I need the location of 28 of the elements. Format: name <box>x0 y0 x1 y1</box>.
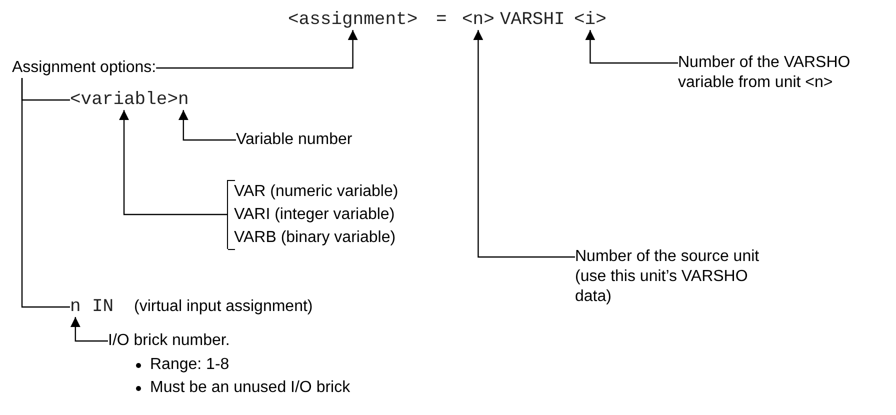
syntax-token: n <box>70 297 81 317</box>
option-text: VARB (binary variable) <box>234 228 397 248</box>
description-text: Variable number <box>236 130 352 150</box>
bullet-text: Must be an unused I/O brick <box>150 379 350 396</box>
bullet-text: Range: 1-8 <box>150 356 230 373</box>
syntax-token: <n> <box>462 10 494 30</box>
leader-arrow <box>473 30 575 258</box>
option-text: VAR (numeric variable) <box>234 182 398 202</box>
option-text: VARI (integer variable) <box>234 205 396 225</box>
syntax-token: IN <box>92 297 114 317</box>
syntax-token: <assignment> <box>288 10 418 30</box>
leader-arrow <box>70 317 108 342</box>
description-text: I/O brick number. <box>108 331 230 351</box>
syntax-token: <i> <box>574 10 606 30</box>
syntax-token: VARSHI <box>500 10 565 30</box>
leader-arrow <box>585 30 678 64</box>
description-text: Number of the VARSHO variable from unit <n> <box>678 53 888 93</box>
heading-text: Assignment options: <box>12 58 156 78</box>
syntax-token: n <box>178 90 189 110</box>
equals-sign: = <box>436 10 447 30</box>
connector-line <box>21 78 70 308</box>
leader-arrow <box>156 30 358 69</box>
leader-arrow <box>178 110 236 141</box>
syntax-token: <variable> <box>70 90 178 110</box>
leader-arrow <box>119 110 227 216</box>
description-text: Number of the source unit (use this unit’s VARSHO data) <box>575 247 770 307</box>
description-text: (virtual input assignment) <box>134 297 313 317</box>
option-bracket <box>227 180 398 249</box>
